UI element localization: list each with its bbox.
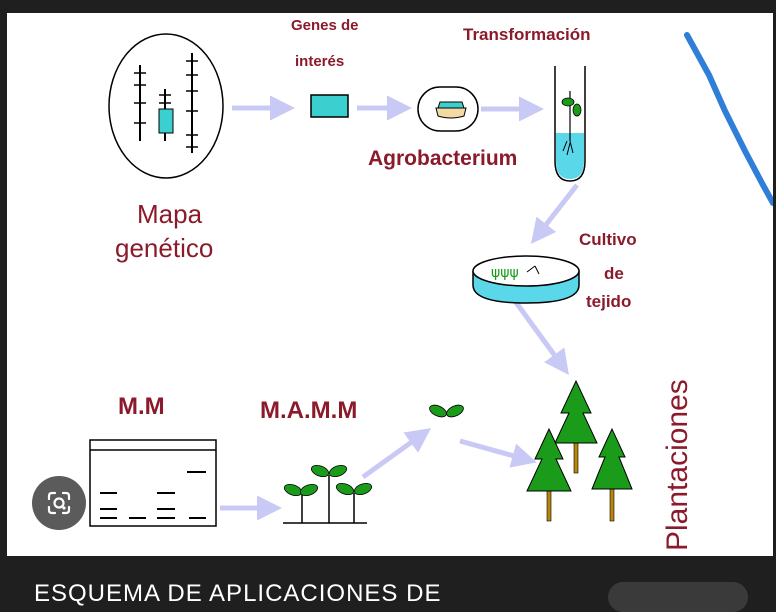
seedlings-figure <box>283 404 464 524</box>
test-tube <box>554 66 586 182</box>
label-interes: interés <box>295 53 345 70</box>
pen-annotation-stroke <box>684 32 773 206</box>
process-arrows <box>220 95 579 521</box>
label-mapa: Mapa <box>137 199 203 229</box>
image-caption: ESQUEMA DE APLICACIONES DE <box>34 580 442 607</box>
agrobacterium-cell <box>417 86 479 132</box>
diagram-canvas: ψψψ <box>89 32 773 527</box>
svg-text:ψψψ: ψψψ <box>491 265 519 281</box>
diagram-frame: ψψψ <box>7 13 773 556</box>
visit-button[interactable] <box>608 582 748 612</box>
label-transformacion: Transformación <box>463 25 591 44</box>
label-cultivo: Cultivo <box>579 230 637 249</box>
label-plantaciones: Plantaciones <box>661 379 694 551</box>
google-lens-icon <box>47 491 71 515</box>
label-genetico: genético <box>115 233 214 263</box>
petri-dish: ψψψ <box>472 255 580 304</box>
label-agrobacterium: Agrobacterium <box>368 147 518 170</box>
label-tejido: tejido <box>586 292 632 311</box>
gene-box <box>310 94 349 118</box>
label-de: de <box>604 264 624 283</box>
trees-figure <box>526 379 633 522</box>
label-mm: M.M <box>118 393 165 420</box>
label-mamm: M.A.M.M <box>260 397 358 424</box>
gel-figure <box>89 439 217 527</box>
genetic-map-figure <box>108 33 224 179</box>
label-genes: Genes de <box>291 17 359 34</box>
google-lens-button[interactable] <box>32 476 86 530</box>
